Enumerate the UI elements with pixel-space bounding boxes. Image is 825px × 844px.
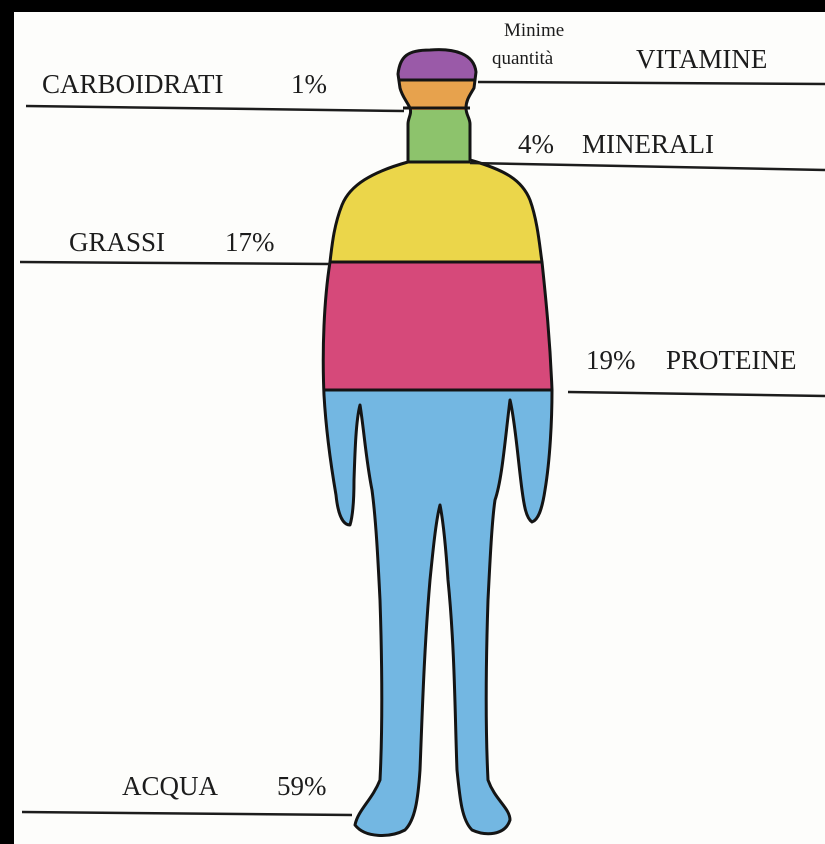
label-minime-line2: quantità — [492, 48, 554, 69]
label-carboidrati-pct: 1% — [291, 69, 327, 99]
label-acqua: ACQUA — [122, 771, 219, 801]
label-vitamine: VITAMINE — [636, 44, 767, 74]
label-carboidrati: CARBOIDRATI — [42, 69, 224, 99]
band-minerali — [380, 110, 500, 163]
label-grassi-pct: 17% — [225, 227, 275, 257]
label-grassi: GRASSI — [69, 227, 165, 257]
body-composition-diagram: Minime quantità VITAMINE CARBOIDRATI 1% … — [14, 12, 825, 844]
leader-line-proteine — [568, 392, 825, 396]
label-acqua-pct: 59% — [277, 771, 327, 801]
diagram-canvas: Minime quantità VITAMINE CARBOIDRATI 1% … — [14, 12, 825, 844]
label-proteine: PROTEINE — [666, 345, 797, 375]
label-minerali-pct: 4% — [518, 129, 554, 159]
label-minerali: MINERALI — [582, 129, 714, 159]
leader-line-vitamine — [478, 82, 825, 84]
band-grassi — [300, 163, 580, 263]
leader-line-acqua — [22, 812, 352, 815]
band-acqua — [300, 390, 580, 844]
leader-line-carboidrati — [26, 106, 404, 111]
label-minime-line1: Minime — [504, 20, 564, 41]
band-proteine — [300, 263, 580, 390]
label-proteine-pct: 19% — [586, 345, 636, 375]
leader-line-minerali — [470, 163, 825, 170]
leader-line-grassi — [20, 262, 330, 264]
